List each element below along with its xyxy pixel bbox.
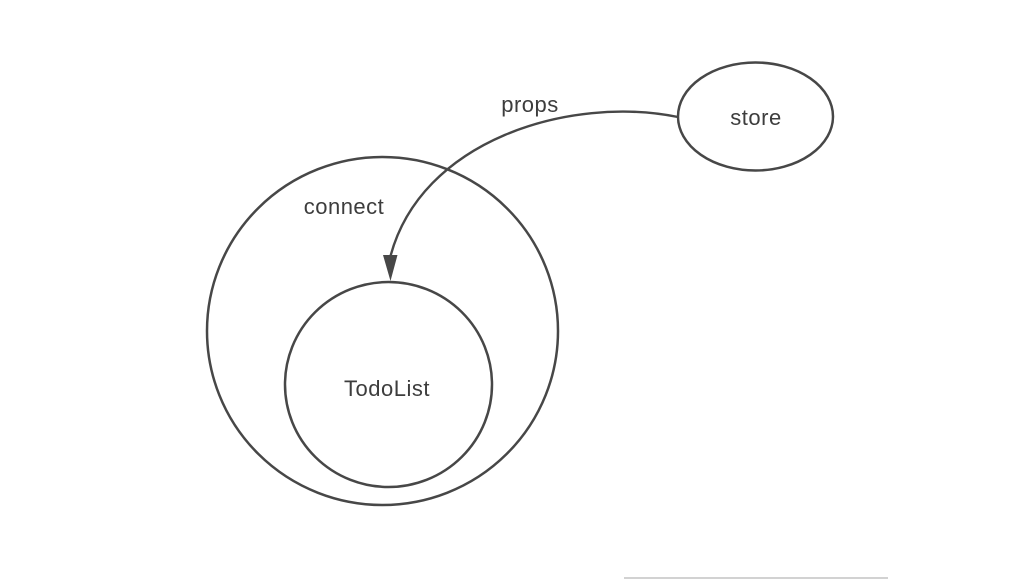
connect-boundary-circle [205,155,560,507]
connect-label: connect [304,194,385,219]
props-arrow-line [388,110,679,259]
store-label: store [730,105,781,130]
todolist-circle [283,280,494,489]
todolist-label: TodoList [344,376,430,401]
arrowhead-icon [383,255,398,281]
props-label: props [501,92,559,117]
